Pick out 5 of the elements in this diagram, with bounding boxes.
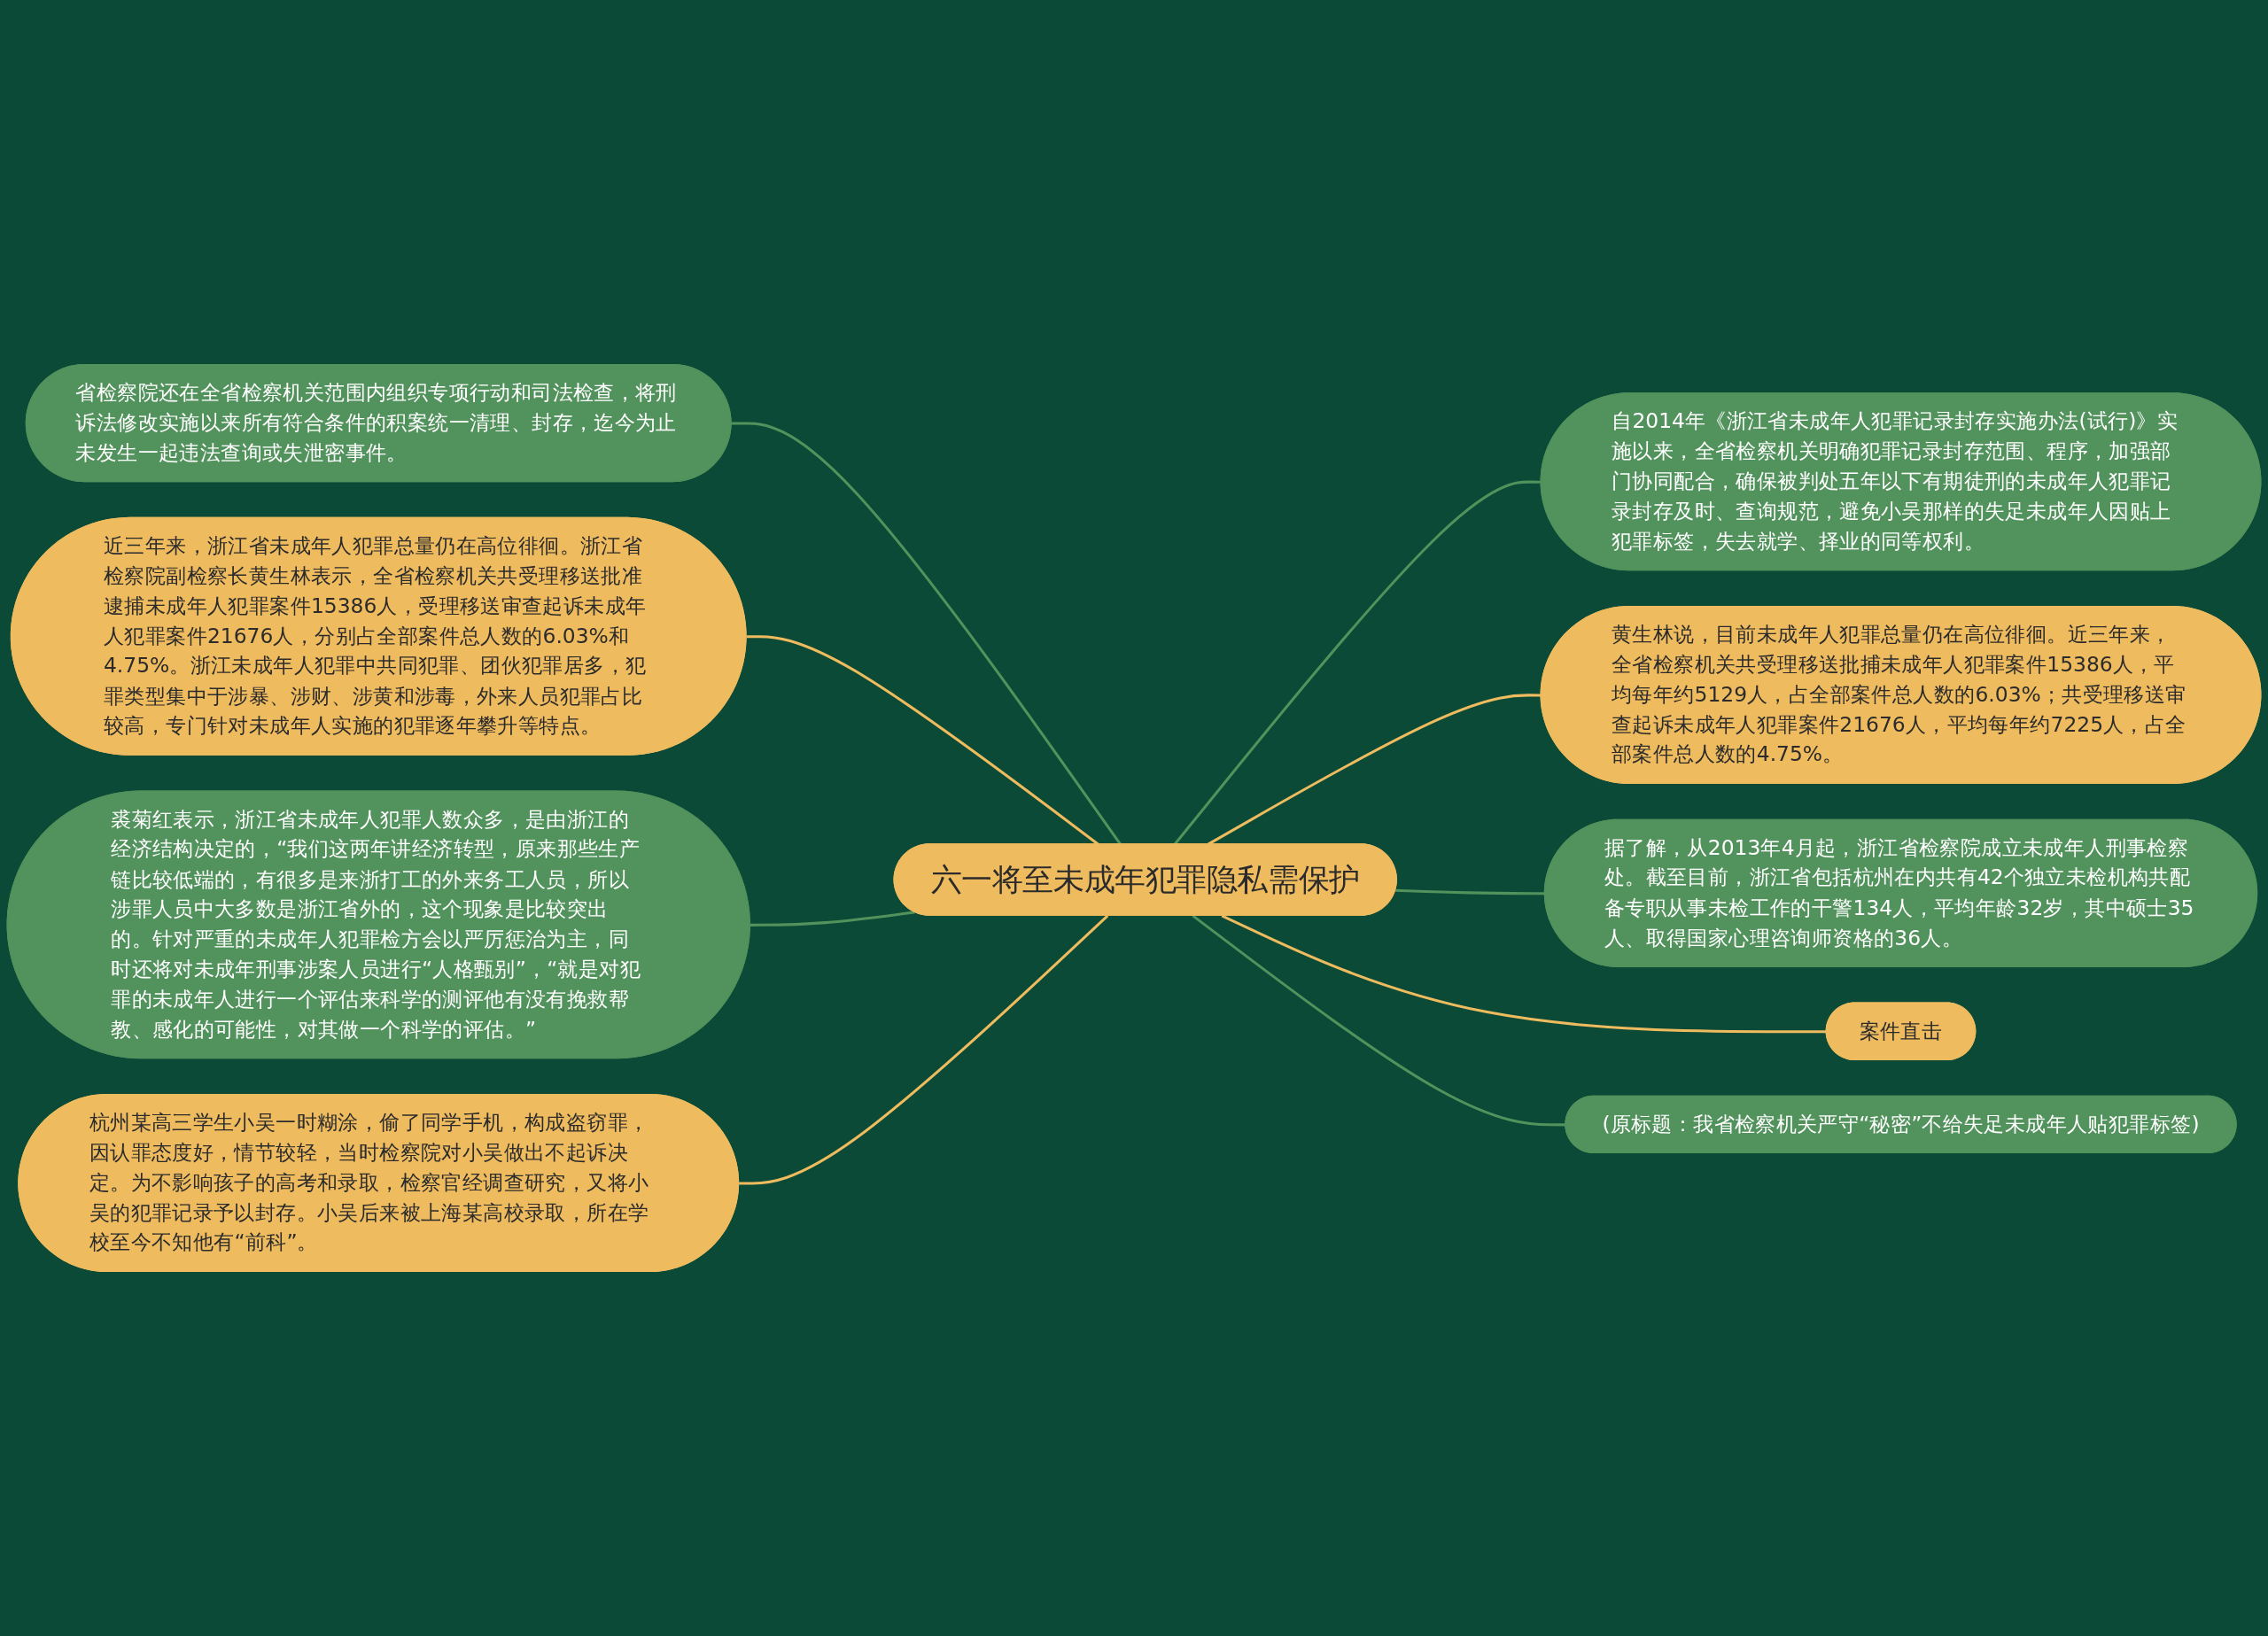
connector (1192, 914, 1566, 1127)
connector (739, 914, 1109, 1185)
connector (1221, 914, 1827, 1034)
connector (1395, 888, 1545, 896)
connector (750, 911, 915, 927)
